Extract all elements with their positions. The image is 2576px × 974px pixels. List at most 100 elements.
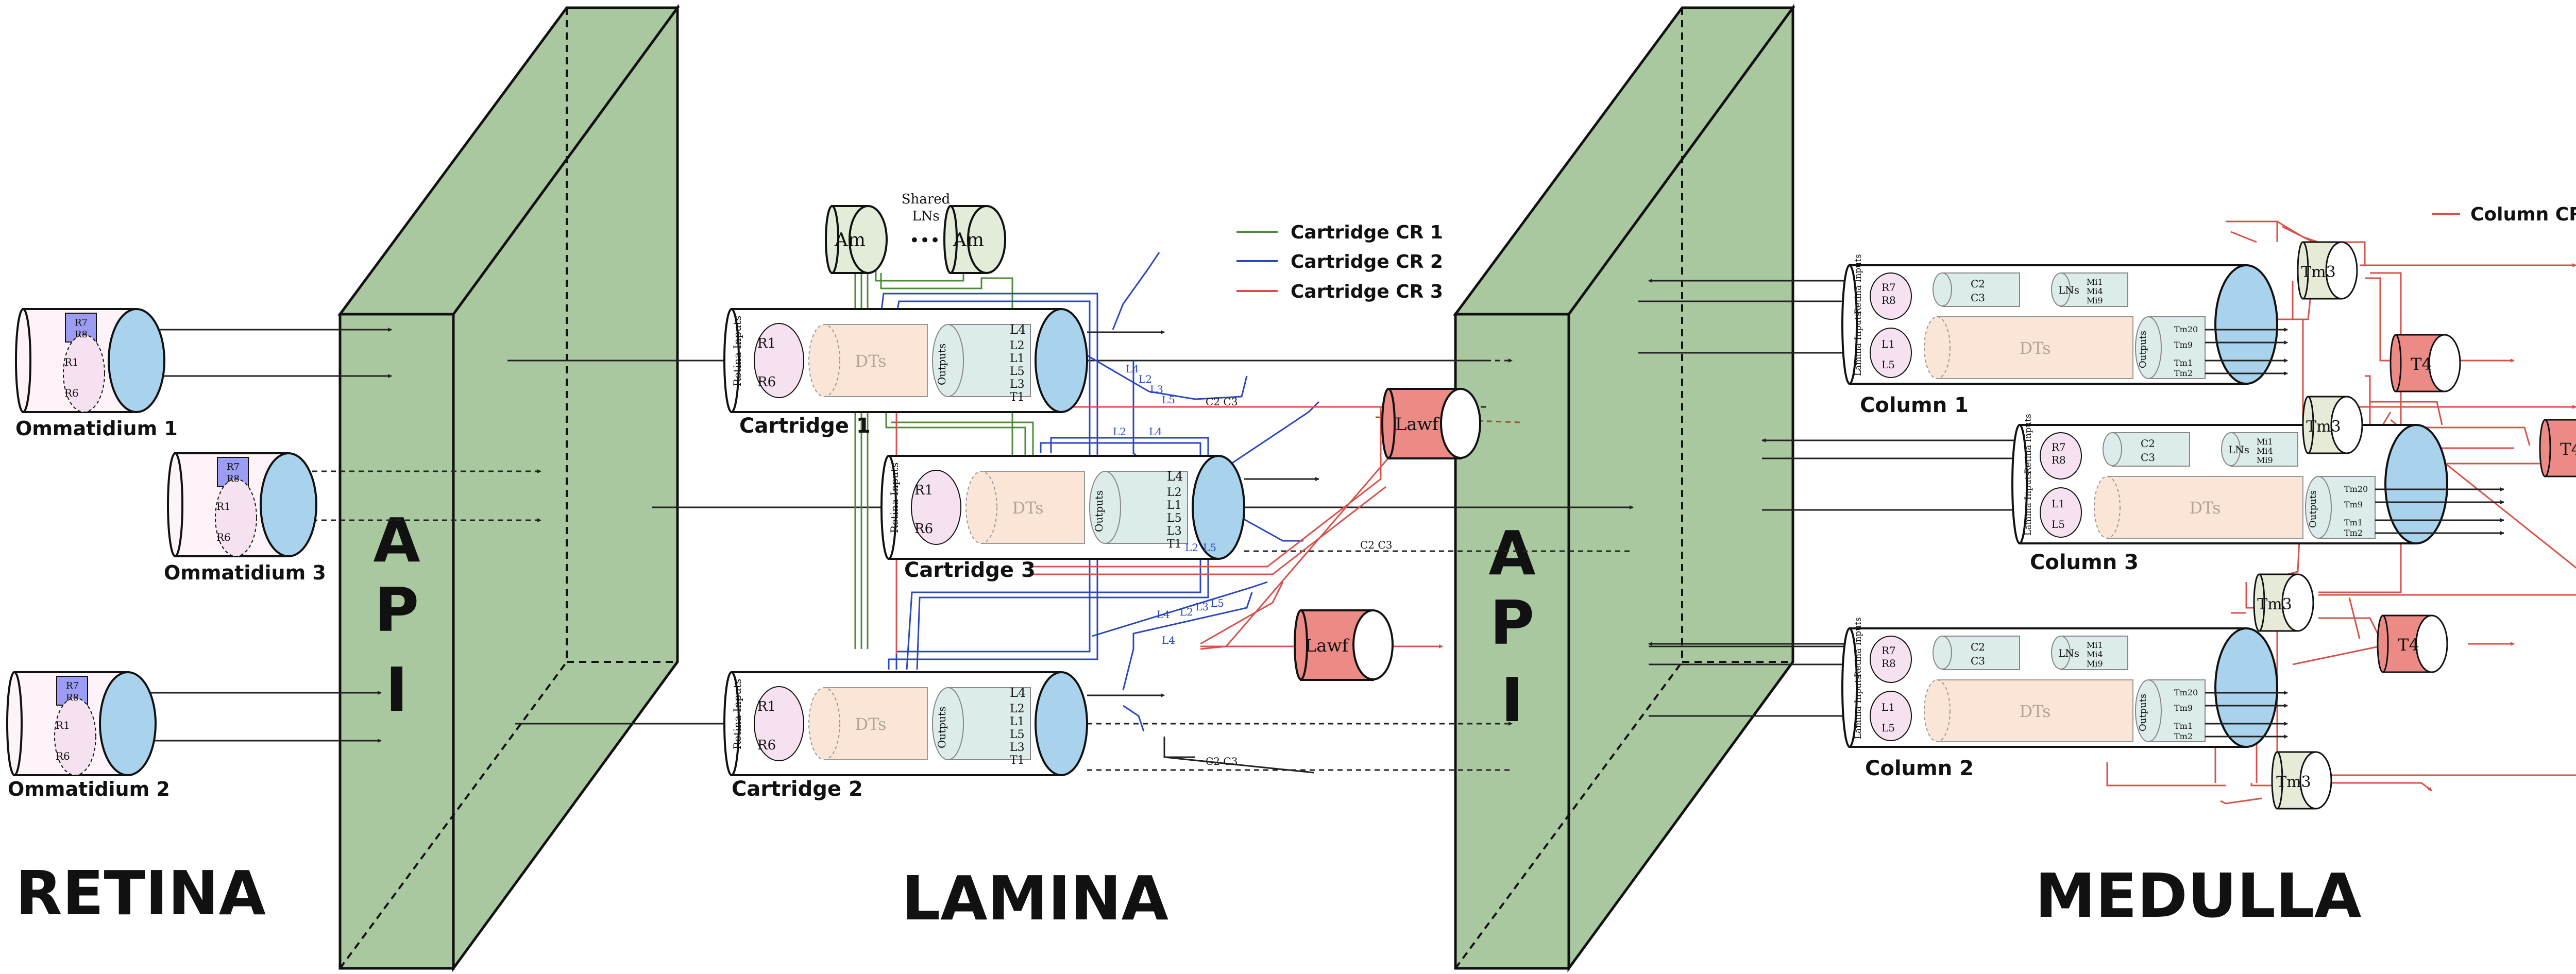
lawf-upper-label: Lawf <box>1395 414 1440 435</box>
cart1-l1-label: L1 <box>1010 352 1025 365</box>
col2-mi1-label: Mi1 <box>2087 640 2103 650</box>
col3-mi9-label: Mi9 <box>2257 455 2273 465</box>
api-letter-right-i: I <box>1501 664 1523 736</box>
omm2-r7-label: R7 <box>66 680 79 691</box>
col2-lns-label: LNs <box>2058 647 2079 659</box>
col2-tm9-label: Tm9 <box>2174 703 2193 713</box>
cart3-l4-label: L4 <box>1167 469 1183 484</box>
col2-tm1-label: Tm1 <box>2174 721 2193 731</box>
col2-dts-label: DTs <box>2019 702 2050 721</box>
cart2-r6-label: R6 <box>757 738 776 753</box>
col1-inputs-label: Retina Inputs <box>1853 254 1863 314</box>
col2-tm20-label: Tm20 <box>2174 688 2198 697</box>
col1-dts-label: DTs <box>2019 338 2050 358</box>
col2-outputs-label: Outputs <box>2138 694 2148 731</box>
omm3-r7-label: R7 <box>227 462 240 472</box>
lamina-to-medulla-wires <box>757 279 2020 771</box>
ommatidium-1-label: Ommatidium 1 <box>15 417 178 440</box>
wire-label-c2c3-1: C2 C3 <box>1206 396 1238 408</box>
cart2-outputs-label: Outputs <box>936 707 948 748</box>
column-3-label: Column 3 <box>2030 551 2139 574</box>
cart3-r6-label: R6 <box>914 521 933 537</box>
legend-lamina: Cartridge CR 1 Cartridge CR 2 Cartridge … <box>1236 222 1443 302</box>
cart2-l1-label: L1 <box>1010 715 1025 728</box>
legend-cartridge-cr2: Cartridge CR 2 <box>1291 251 1443 272</box>
wire-label-l5-c: L5 <box>1211 597 1224 609</box>
t4-3-label: T4 <box>2398 635 2419 655</box>
api-letter-right-a: A <box>1488 518 1535 589</box>
cart3-t1-label: T1 <box>1167 538 1182 551</box>
col2-c3-label: C3 <box>1971 655 1985 667</box>
omm2-r8-label: R8 <box>66 692 79 703</box>
col3-lns-label: LNs <box>2228 443 2249 456</box>
column-2-label: Column 2 <box>1865 757 1974 780</box>
omm1-r8-label: R8 <box>75 329 88 340</box>
col2-r8-label: R8 <box>1882 657 1896 670</box>
col3-mi1-label: Mi1 <box>2257 437 2273 447</box>
retina-to-lamina-wires <box>139 328 887 743</box>
ommatidium-2: R7 R8 R1 R6 <box>6 671 157 776</box>
ommatidium-2-label: Ommatidium 2 <box>8 778 170 800</box>
cartridge-2-label: Cartridge 2 <box>732 777 863 801</box>
cart3-l1-label: L1 <box>1167 499 1182 512</box>
tm3-4: Tm3 <box>2271 751 2332 810</box>
col3-c2-label: C2 <box>2141 437 2155 450</box>
cart3-inputs-label: Retina Inputs <box>888 463 901 533</box>
wire-label-l5-a: L5 <box>1162 394 1175 406</box>
tm3-4-label: Tm3 <box>2276 773 2311 791</box>
cart1-l2-label: L2 <box>1010 339 1025 352</box>
col3-r8-label: R8 <box>2052 454 2066 466</box>
omm3-r8-label: R8 <box>227 473 240 484</box>
cart1-inputs-label: Retina Inputs <box>731 316 743 386</box>
col2-mi9-label: Mi9 <box>2087 659 2103 669</box>
cartridge-3: Retina Inputs R1 R6 DTs Outputs L4 L2 L1… <box>880 455 1245 560</box>
t4-1: T4 <box>2389 334 2461 392</box>
tm3-1-label: Tm3 <box>2301 263 2336 281</box>
col3-r7-label: R7 <box>2052 441 2066 453</box>
col2-inputs-label: Retina Inputs <box>1853 617 1863 677</box>
col1-r8-label: R8 <box>1882 294 1896 306</box>
col3-tm2-label: Tm2 <box>2344 528 2363 538</box>
col1-mi1-label: Mi1 <box>2087 277 2103 287</box>
cart1-t1-label: T1 <box>1010 391 1025 404</box>
shared-lns-line2: LNs <box>912 209 939 224</box>
cartridge-output-arrows <box>1087 330 1319 697</box>
col1-l5-label: L5 <box>1882 358 1895 371</box>
col3-mi4-label: Mi4 <box>2257 446 2273 456</box>
cart3-l2-label: L2 <box>1167 486 1182 499</box>
t4-2: T4 <box>2539 419 2576 477</box>
t4-2-label: T4 <box>2560 439 2576 459</box>
cart3-outputs-label: Outputs <box>1093 490 1105 532</box>
t4-1-label: T4 <box>2411 354 2432 374</box>
cart2-inputs-label: Retina Inputs <box>731 679 743 749</box>
col2-r7-label: R7 <box>1882 644 1896 657</box>
api-letter-left-p: P <box>375 574 419 645</box>
col3-tm20-label: Tm20 <box>2344 484 2368 494</box>
col2-lamina-inputs-label: Lamina Inputs <box>1853 675 1863 739</box>
api-letter-left-a: A <box>373 505 420 576</box>
cart3-l3-label: L3 <box>1167 525 1182 538</box>
col1-c2-label: C2 <box>1971 278 1985 290</box>
ommatidium-3-label: Ommatidium 3 <box>164 561 326 584</box>
region-title-retina: RETINA <box>15 858 266 929</box>
wire-label-l2-c: L2 <box>1180 606 1193 618</box>
cart1-l4-label: L4 <box>1010 322 1026 337</box>
wire-label-l4-arrow: L4 <box>1149 425 1162 438</box>
col2-mi4-label: Mi4 <box>2087 650 2103 659</box>
tm3-1: Tm3 <box>2297 241 2358 300</box>
omm3-r1-label: R1 <box>216 500 231 512</box>
col3-inputs-label: Retina Inputs <box>2023 414 2033 474</box>
col1-tm20-label: Tm20 <box>2174 324 2198 334</box>
lawf-lower: Lawf <box>1294 609 1394 681</box>
cart1-outputs-label: Outputs <box>936 344 948 385</box>
omm1-r6-label: R6 <box>64 387 79 399</box>
api-letter-left-i: I <box>385 654 408 725</box>
col3-lamina-inputs-label: Lamina Inputs <box>2023 471 2033 536</box>
col2-l5-label: L5 <box>1882 722 1895 734</box>
cart1-l3-label: L3 <box>1010 378 1025 391</box>
cart1-l5-label: L5 <box>1010 365 1025 378</box>
col1-tm1-label: Tm1 <box>2174 358 2193 368</box>
wire-label-l4-a: L4 <box>1126 363 1139 375</box>
legend-cartridge-cr1: Cartridge CR 1 <box>1291 222 1443 243</box>
am-right-label: Am <box>953 230 984 251</box>
